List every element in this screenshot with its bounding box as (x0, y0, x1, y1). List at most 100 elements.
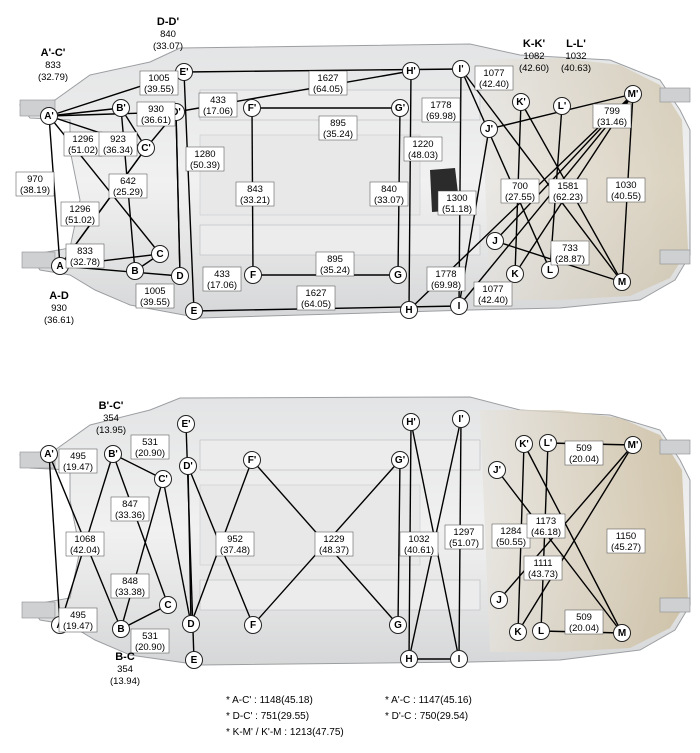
footnote-ac: * A-C' : 1148(45.18) (226, 695, 313, 706)
top-point-c: C (151, 245, 169, 263)
bottom-point-g-prime: G' (391, 451, 409, 469)
bottom-point-j-prime: J' (488, 461, 506, 479)
measure-inch: (38.19) (20, 185, 50, 196)
bottom-point-c: C (159, 596, 177, 614)
bottom-point-d-prime: D' (179, 457, 197, 475)
bottom-line-b-prime-c-prime (112, 453, 164, 480)
bottom-line-b-prime-c (112, 453, 169, 606)
svg-text:E: E (191, 655, 198, 666)
measure-t20: 1300(51.18) (437, 190, 477, 216)
header-value: 833 (45, 60, 61, 71)
bottom-point-l: L (532, 622, 550, 640)
header-title: D-D' (157, 16, 180, 28)
measure-value: 895 (327, 254, 343, 265)
measure-b13: 1111(43.73) (523, 555, 563, 581)
measure-value: 531 (142, 437, 158, 448)
svg-text:G': G' (395, 103, 405, 114)
measure-value: 509 (576, 612, 592, 623)
svg-text:A': A' (44, 111, 54, 122)
measure-inch: (17.06) (203, 106, 233, 117)
header-title: B-C (115, 651, 135, 663)
svg-text:F: F (250, 270, 256, 281)
measure-t21: 1296(51.02) (60, 201, 100, 227)
header-ac: A'-C'833(32.79) (38, 47, 68, 83)
measure-value: 1077 (482, 284, 503, 295)
measurement-lines (48, 68, 634, 661)
measure-inch: (35.24) (323, 129, 353, 140)
svg-text:M: M (618, 628, 626, 639)
measure-inch: (51.02) (65, 215, 95, 226)
svg-text:J': J' (485, 124, 493, 135)
bottom-line-a-prime-a (48, 453, 61, 626)
header-inch: (13.94) (110, 676, 140, 687)
measure-t17: 700(27.55) (500, 178, 540, 204)
top-point-c-prime: C' (137, 139, 155, 157)
measure-inch: (51.18) (442, 204, 472, 215)
svg-text:H': H' (406, 417, 416, 428)
top-line-h-prime-h (408, 70, 412, 311)
bottom-point-d: D (182, 615, 200, 633)
bottom-point-m-prime: M' (624, 436, 642, 454)
measure-inch: (64.05) (313, 84, 343, 95)
top-point-i: I (450, 297, 468, 315)
svg-text:L': L' (558, 101, 567, 112)
measure-inch: (45.27) (611, 542, 641, 553)
svg-text:D: D (176, 271, 183, 282)
measure-value: 1173 (536, 516, 556, 527)
measure-t15: 843(33.21) (235, 181, 275, 207)
svg-text:I': I' (458, 64, 463, 75)
measure-inch: (33.36) (115, 510, 145, 521)
header-value: 840 (160, 29, 176, 40)
top-point-k-prime: K' (512, 93, 530, 111)
header-title: K-K' (523, 38, 546, 50)
measure-t13: 970(38.19) (15, 171, 55, 197)
measure-t11: 1280(50.39) (185, 146, 225, 172)
measure-inch: (51.07) (449, 538, 479, 549)
header-inch: (33.07) (153, 41, 183, 52)
measure-inch: (48.37) (319, 545, 349, 556)
top-point-j: J (486, 232, 504, 250)
svg-text:B: B (117, 624, 124, 635)
header-title: B'-C' (99, 400, 124, 412)
measure-value: 433 (210, 95, 226, 106)
footnote-dc: * D-C' : 751(29.55) (226, 711, 309, 722)
measure-value: 1280 (194, 149, 215, 160)
measure-value: 848 (122, 576, 138, 587)
measure-b9: 1297(51.07) (444, 524, 484, 550)
header-title: L-L' (566, 38, 586, 50)
svg-text:K': K' (516, 97, 526, 108)
header-value: 930 (51, 303, 67, 314)
svg-text:B': B' (116, 103, 126, 114)
measure-value: 1296 (72, 134, 93, 145)
top-line-a-prime-b-prime (48, 107, 122, 117)
measure-t16: 840(33.07) (369, 181, 409, 207)
svg-text:D': D' (171, 107, 181, 118)
measure-inch: (69.98) (431, 280, 461, 291)
measure-inch: (19.47) (63, 621, 93, 632)
measure-inch: (20.04) (569, 623, 599, 634)
bottom-point-m: M (613, 624, 631, 642)
measure-inch: (39.55) (144, 84, 174, 95)
measure-inch: (28.87) (555, 254, 585, 265)
bottom-point-f: F (244, 616, 262, 634)
measure-t19: 1030(40.55) (606, 177, 646, 203)
footnote-d2c: * D'-C : 750(29.54) (385, 711, 468, 722)
svg-text:M': M' (628, 440, 639, 451)
measure-t14: 642(25.29) (108, 173, 148, 199)
top-point-l: L (541, 261, 559, 279)
header-ll: L-L'1032(40.63) (561, 38, 591, 74)
measure-t5: 930(36.61) (136, 101, 176, 127)
svg-text:E': E' (181, 419, 190, 430)
measure-value: 1284 (500, 526, 521, 537)
bottom-point-h: H (400, 650, 418, 668)
measure-inch: (36.61) (141, 115, 171, 126)
measure-value: 1778 (430, 100, 451, 111)
bottom-point-i-prime: I' (452, 410, 470, 428)
measure-value: 840 (381, 184, 397, 195)
measure-t1: 1005(39.55) (139, 70, 179, 96)
svg-text:B': B' (108, 449, 118, 460)
measure-b8: 1032(40.61) (399, 531, 439, 557)
svg-text:H: H (405, 305, 412, 316)
